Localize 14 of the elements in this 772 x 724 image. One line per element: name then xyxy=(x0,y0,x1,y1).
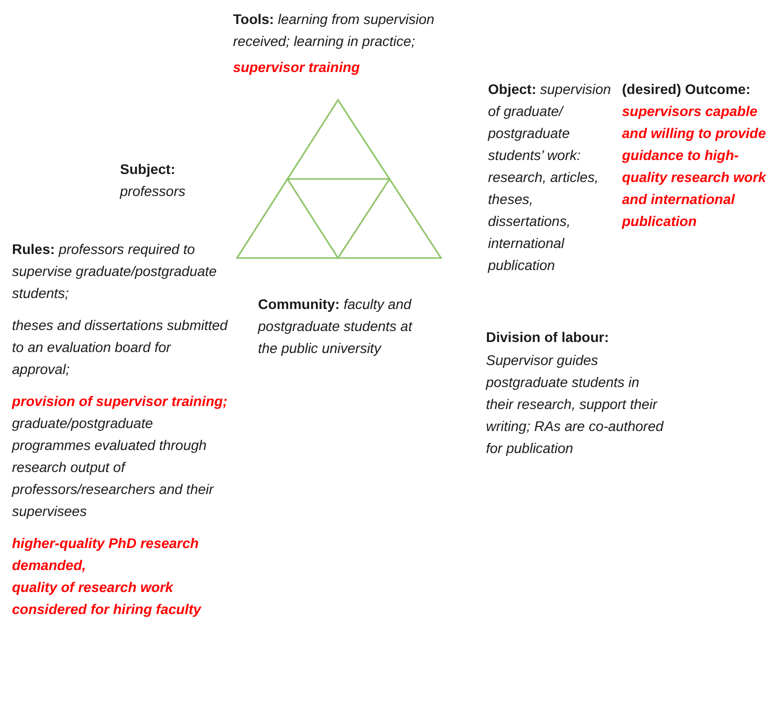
rules-text: theses and dissertations submitted to an evaluation board for approval; xyxy=(12,316,229,379)
object-text: Object: supervision of graduate/ postgraduate students’ work: research, articles, theses, dissertations, international publication xyxy=(488,80,612,275)
outcome-text: supervisors capable and willing to provide guidance to high-quality research work and international publication xyxy=(622,102,768,231)
rules-highlight-text: provision of supervisor training; xyxy=(12,392,228,411)
division-heading: Division of labour: xyxy=(486,328,610,347)
tools-text: Tools: learning from supervision received; learning in practice; xyxy=(233,10,436,51)
outcome-heading: (desired) Outcome: xyxy=(622,80,752,99)
rules-text: graduate/postgraduate programmes evaluated through research output of professors/researchers and their supervisees xyxy=(12,414,215,521)
community-text: Community: faculty and postgraduate students at the public university xyxy=(258,295,414,358)
rules-text: Rules: professors required to supervise graduate/postgraduate students; xyxy=(12,240,218,303)
tools-highlight-text: supervisor training xyxy=(233,58,361,77)
subject-text: Subject: professors xyxy=(120,160,186,201)
rules-highlight-text: quality of research work considered for hiring faculty xyxy=(12,578,202,619)
division-text: Supervisor guides postgraduate students in their research, support their writing; RAs are co-authored for publication xyxy=(486,351,665,458)
